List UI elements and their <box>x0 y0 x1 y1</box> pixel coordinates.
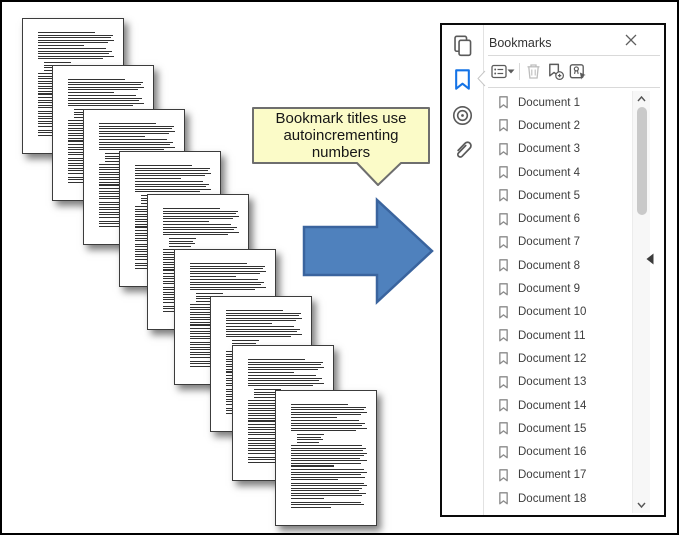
bookmark-label: Document 9 <box>518 283 581 296</box>
options-dropdown-caret[interactable] <box>507 69 515 74</box>
bookmark-icon <box>499 422 508 435</box>
collapse-panel-icon[interactable] <box>646 253 654 265</box>
bookmark-item[interactable]: Document 16 <box>488 440 632 463</box>
callout-text: Bookmark titles use autoincrementing num… <box>275 110 407 161</box>
bookmark-label: Document 8 <box>518 259 581 272</box>
bookmark-icon <box>499 259 508 272</box>
options-menu-icon[interactable] <box>490 62 509 81</box>
page-thumbnails-icon[interactable] <box>451 34 474 57</box>
bookmark-icon <box>499 375 508 389</box>
bookmark-label: Document 15 <box>518 422 587 435</box>
bookmark-item[interactable]: Document 17 <box>488 464 632 487</box>
bookmark-item[interactable]: Document 4 <box>488 161 632 184</box>
scrollbar-thumb[interactable] <box>636 107 647 215</box>
attachments-icon[interactable] <box>451 138 474 164</box>
bookmark-item[interactable]: Document 14 <box>488 394 632 417</box>
navigation-tool-strip <box>442 25 486 515</box>
close-icon[interactable] <box>622 31 640 49</box>
callout-bubble <box>252 107 430 186</box>
scroll-up-icon[interactable] <box>636 95 647 103</box>
bookmark-icon <box>499 399 508 412</box>
bookmark-icon <box>499 329 508 342</box>
bookmark-icon <box>499 445 508 459</box>
bookmark-item[interactable]: Document 5 <box>488 184 632 207</box>
destinations-icon[interactable] <box>451 104 474 127</box>
scroll-down-icon[interactable] <box>636 501 647 509</box>
toolbar-bottom-divider <box>488 87 660 88</box>
selected-tool-notch <box>477 70 486 87</box>
bookmark-item[interactable]: Document 1 <box>488 91 632 114</box>
bookmark-icon <box>499 166 508 179</box>
bookmark-icon <box>499 492 508 505</box>
bookmark-icon <box>499 469 508 482</box>
bookmark-item[interactable]: Document 18 <box>488 487 632 510</box>
bookmark-item[interactable]: Document 10 <box>488 301 632 324</box>
bookmark-label: Document 2 <box>518 119 581 132</box>
bookmark-label: Document 17 <box>518 469 587 482</box>
bookmark-label: Document 7 <box>518 236 581 249</box>
bookmark-item[interactable]: Document 3 <box>488 138 632 161</box>
bookmark-item[interactable]: Document 9 <box>488 277 632 300</box>
bookmark-icon <box>499 305 508 319</box>
bookmark-label: Document 4 <box>518 166 581 179</box>
bookmark-icon <box>499 96 508 109</box>
bookmark-label: Document 11 <box>518 329 586 342</box>
bookmark-label: Document 12 <box>518 352 587 365</box>
bookmark-label: Document 10 <box>518 306 587 319</box>
right-arrow <box>302 197 434 305</box>
bookmark-icon <box>499 282 508 295</box>
bookmark-icon <box>499 236 508 249</box>
bookmark-list: Document 1 Document 2 Document 3 Document 4… <box>488 91 632 510</box>
toolbar-divider <box>519 63 520 80</box>
bookmark-icon <box>499 142 508 156</box>
find-current-bookmark-icon[interactable] <box>568 62 587 81</box>
new-bookmark-icon[interactable] <box>546 62 565 81</box>
bookmark-label: Document 3 <box>518 143 581 156</box>
bookmarks-tool-icon[interactable] <box>451 68 474 91</box>
bookmark-icon <box>499 212 508 226</box>
bookmark-label: Document 1 <box>518 96 581 109</box>
bookmark-icon <box>499 189 508 202</box>
bookmark-label: Document 5 <box>518 189 581 202</box>
bookmark-item[interactable]: Document 7 <box>488 231 632 254</box>
bookmark-item[interactable]: Document 2 <box>488 114 632 137</box>
header-divider <box>488 55 660 56</box>
bookmark-label: Document 13 <box>518 376 587 389</box>
bookmarks-panel: Bookmarks <box>440 23 666 517</box>
bookmark-item[interactable]: Document 13 <box>488 371 632 394</box>
bookmark-label: Document 18 <box>518 492 587 505</box>
document-page <box>275 390 377 526</box>
scrollbar[interactable] <box>632 91 650 513</box>
bookmark-item[interactable]: Document 15 <box>488 417 632 440</box>
panel-title: Bookmarks <box>489 36 552 50</box>
bookmark-item[interactable]: Document 8 <box>488 254 632 277</box>
bookmark-label: Document 16 <box>518 446 587 459</box>
bookmark-icon <box>499 119 508 132</box>
bookmark-item[interactable]: Document 12 <box>488 347 632 370</box>
bookmark-item[interactable]: Document 11 <box>488 324 632 347</box>
bookmark-icon <box>499 352 508 365</box>
bookmark-item[interactable]: Document 6 <box>488 207 632 230</box>
delete-bookmark-icon[interactable] <box>524 62 543 81</box>
bookmark-label: Document 14 <box>518 399 587 412</box>
bookmark-label: Document 6 <box>518 213 581 226</box>
